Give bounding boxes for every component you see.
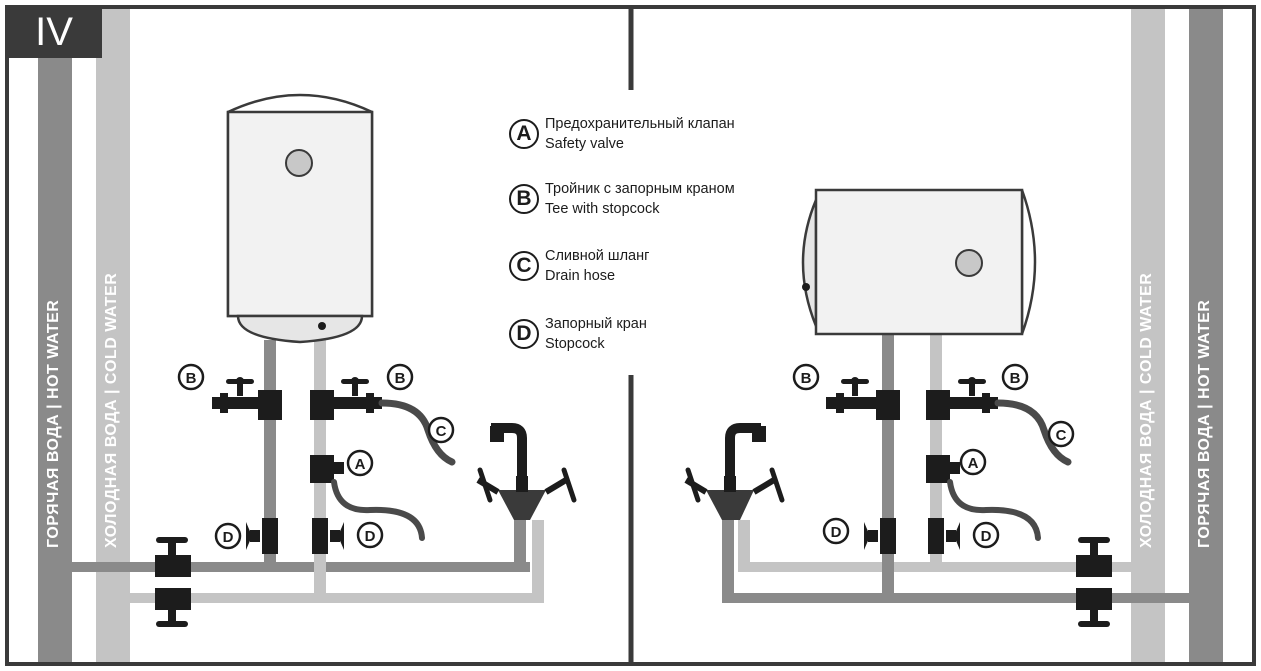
legend-ru-b: Тройник с запорным краном (545, 181, 735, 197)
tee-stopcock-hot-left (212, 377, 282, 420)
legend-letter-c: C (509, 251, 539, 281)
legend-en-b: Tee with stopcock (545, 201, 660, 217)
tee-stopcock-cold-right (926, 377, 998, 420)
svg-text:C: C (1056, 427, 1067, 444)
riser-stopcock-cold-right (1076, 537, 1112, 577)
callout-d-right-cold: D (972, 521, 1000, 549)
frame (5, 5, 1256, 666)
stopcock-hot-left (246, 518, 278, 554)
hot-to-mixer-right (722, 520, 734, 603)
svg-text:A: A (355, 456, 366, 473)
svg-text:A: A (968, 455, 979, 472)
stopcock-cold-right (928, 518, 960, 554)
callout-b-left-cold: B (386, 363, 414, 391)
callout-d-left-hot: D (214, 522, 242, 550)
hot-supply-line-right (722, 593, 1189, 603)
legend-item-d: D Запорный кран Stopcock (509, 314, 647, 354)
mixer-faucet-left (476, 423, 577, 520)
hot-water-riser-left (38, 9, 72, 662)
callout-d-right-hot: D (822, 517, 850, 545)
cold-water-riser-left (96, 9, 130, 662)
legend-en-c: Drain hose (545, 268, 616, 284)
hot-water-riser-right (1189, 9, 1223, 662)
riser-label-hot-left: ГОРЯЧАЯ ВОДА | HOT WATER (45, 299, 62, 548)
legend-text-a: Предохранительный клапан Safety valve (545, 114, 735, 154)
riser-stopcock-cold-left (155, 588, 191, 627)
callout-b-right-hot: B (792, 363, 820, 391)
svg-text:D: D (831, 524, 842, 541)
svg-text:C: C (436, 423, 447, 440)
callout-c-right: C (1047, 420, 1075, 448)
legend-ru-c: Сливной шланг (545, 248, 650, 264)
legend-text-d: Запорный кран Stopcock (545, 314, 647, 354)
cold-supply-line-left (130, 593, 544, 603)
legend-text-c: Сливной шланг Drain hose (545, 246, 649, 286)
cold-water-riser-right (1131, 9, 1165, 662)
cold-to-mixer-right (738, 520, 750, 572)
svg-text:D: D (223, 529, 234, 546)
svg-text:B: B (186, 370, 197, 387)
safety-valve-left (310, 455, 425, 541)
legend-item-a: A Предохранительный клапан Safety valve (509, 114, 735, 154)
riser-stopcock-hot-left (155, 537, 191, 577)
legend-en-a: Safety valve (545, 136, 624, 152)
legend-text-b: Тройник с запорным краном Tee with stopc… (545, 179, 735, 219)
svg-text:B: B (395, 370, 406, 387)
legend-ru-d: Запорный кран (545, 316, 647, 332)
svg-text:D: D (365, 528, 376, 545)
svg-text:B: B (801, 370, 812, 387)
legend-en-d: Stopcock (545, 336, 605, 352)
hot-pipe-to-heater-right (882, 334, 894, 603)
callout-d-left-cold: D (356, 521, 384, 549)
legend-letter-a: A (509, 119, 539, 149)
stopcock-cold-left (312, 518, 344, 554)
legend-letter-d: D (509, 319, 539, 349)
drain-hose-right (994, 399, 1072, 466)
legend-item-c: C Сливной шланг Drain hose (509, 246, 649, 286)
water-heater-horizontal (801, 188, 1037, 336)
panel-label: IV (6, 6, 102, 58)
tee-stopcock-cold-left (310, 377, 382, 420)
stopcock-hot-right (864, 518, 896, 554)
legend-ru-a: Предохранительный клапан (545, 116, 735, 132)
callout-b-left-hot: B (177, 363, 205, 391)
cold-to-mixer-left (532, 520, 544, 603)
callout-a-right: A (959, 448, 987, 476)
water-heater-vertical (226, 93, 374, 344)
legend-item-b: B Тройник с запорным краном Tee with sto… (509, 179, 735, 219)
riser-stopcock-hot-right (1076, 588, 1112, 627)
legend-letter-b: B (509, 184, 539, 214)
tee-stopcock-hot-right (826, 377, 900, 420)
svg-text:B: B (1010, 370, 1021, 387)
hot-to-mixer-left (514, 520, 526, 572)
callout-b-right-cold: B (1001, 363, 1029, 391)
riser-label-cold-left: ХОЛОДНАЯ ВОДА | COLD WATER (103, 272, 120, 548)
safety-valve-right (926, 455, 1041, 541)
riser-label-hot-right: ГОРЯЧАЯ ВОДА | HOT WATER (1196, 299, 1213, 548)
hot-supply-line-left (72, 562, 530, 572)
callout-c-left: C (427, 416, 455, 444)
svg-text:D: D (981, 528, 992, 545)
callout-a-left: A (346, 449, 374, 477)
riser-label-cold-right: ХОЛОДНАЯ ВОДА | COLD WATER (1138, 272, 1155, 548)
mixer-faucet-right (684, 423, 785, 520)
